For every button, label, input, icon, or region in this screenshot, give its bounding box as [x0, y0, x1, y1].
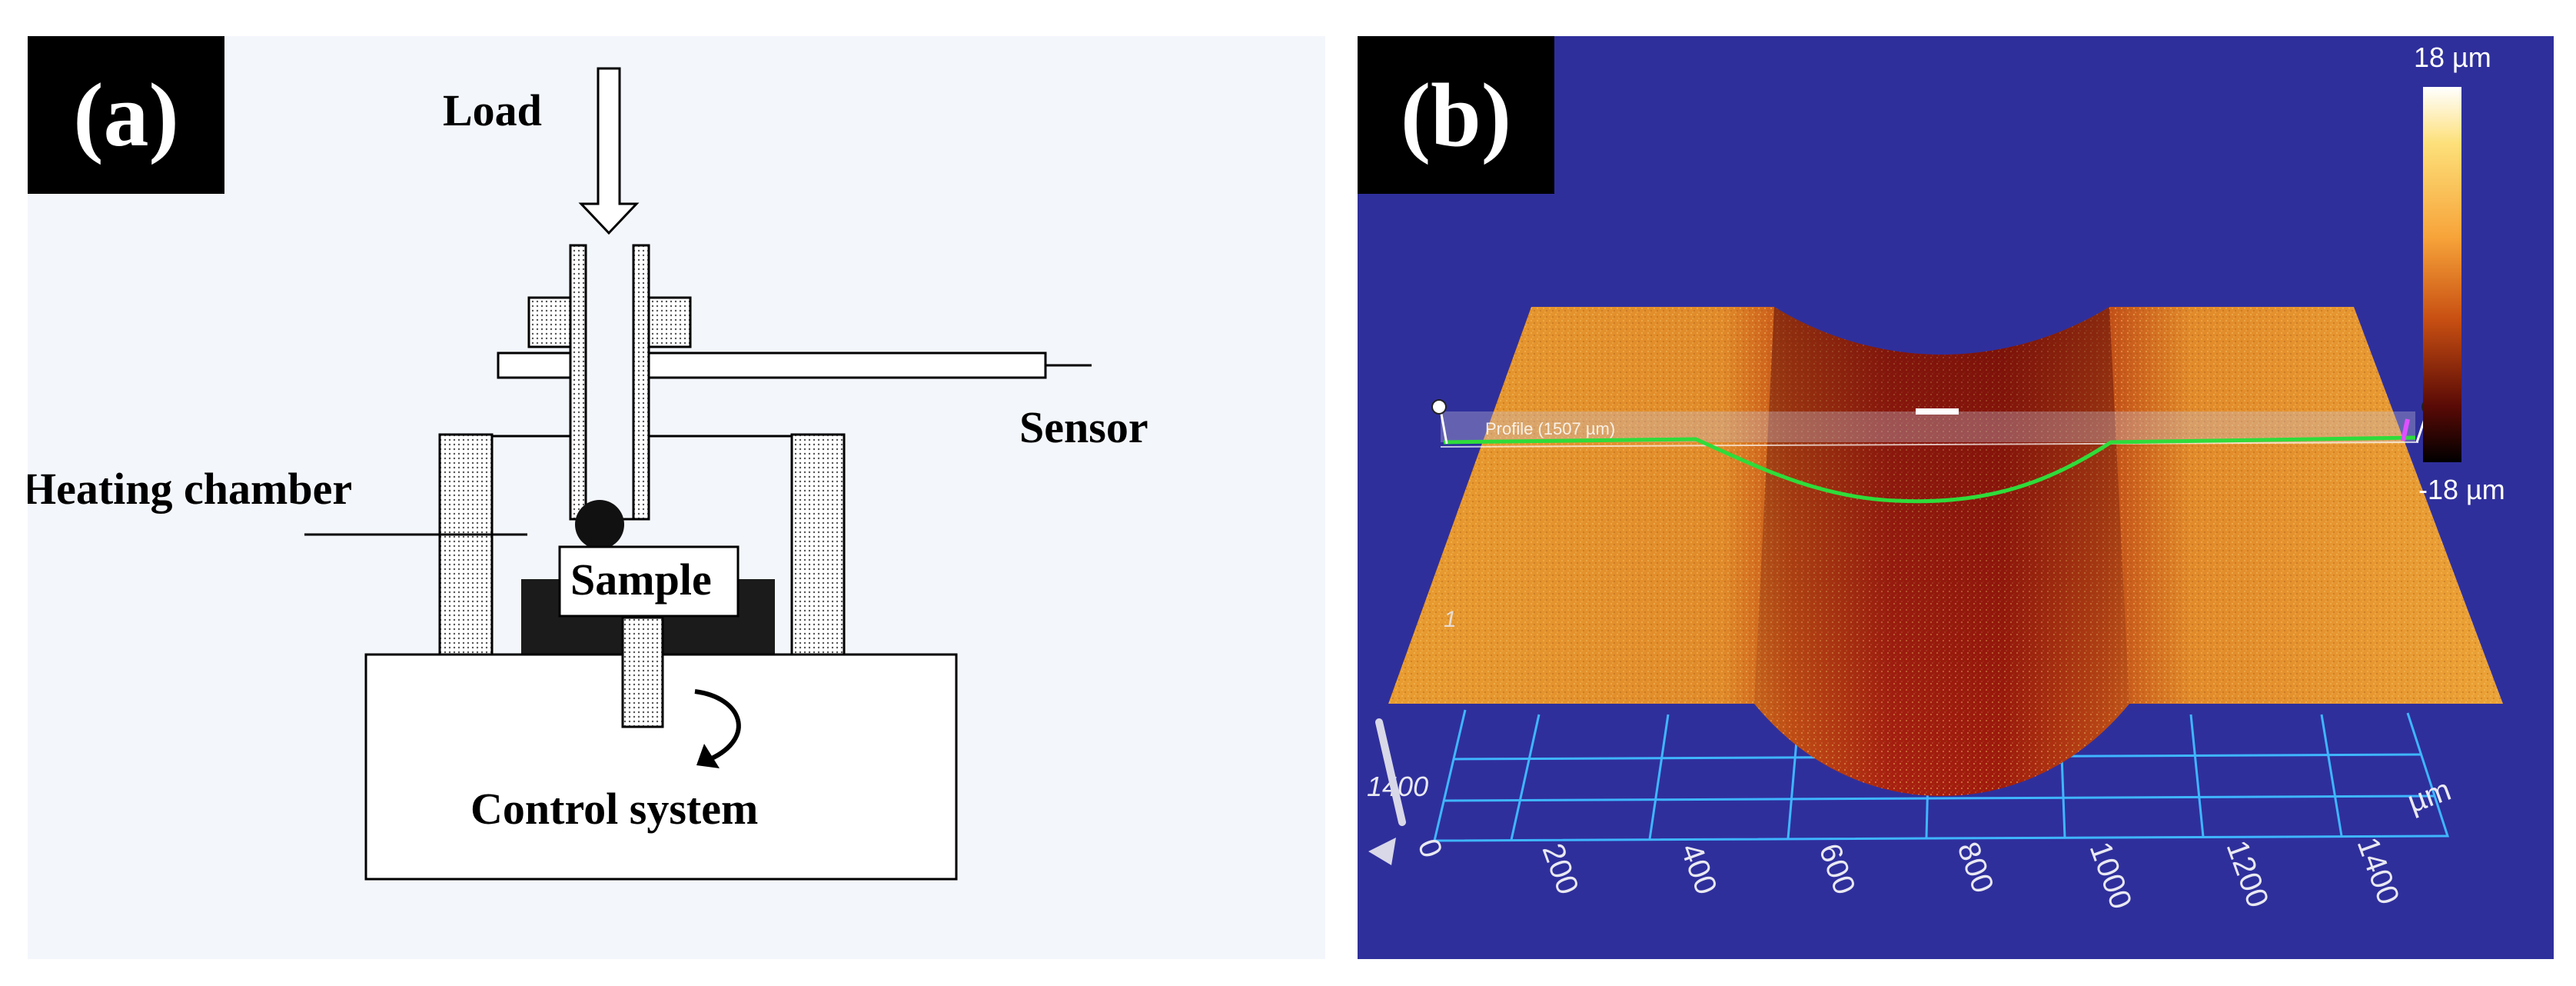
- heating-chamber-label: Heating chamber: [28, 464, 352, 514]
- x-tick-400: 400: [1674, 839, 1723, 899]
- shaft-holder: [569, 244, 650, 521]
- sample-label: Sample: [570, 555, 712, 605]
- x-tick-600: 600: [1813, 839, 1862, 899]
- sample-box: [558, 545, 740, 618]
- load-arrow: [578, 67, 640, 235]
- clamp-blocks: [527, 296, 692, 348]
- load-label: Load: [443, 85, 542, 135]
- x-axis-unit: µm: [2403, 773, 2455, 820]
- sensor-label: Sensor: [1019, 402, 1148, 452]
- tribometer-schematic: Load Sensor Heating chamber Sample Contr…: [28, 67, 1148, 881]
- profile-label: Profile (1507 µm): [1485, 419, 1615, 438]
- control-system-box: [364, 616, 958, 881]
- panel-b-profilometry: Profile (1507 µm) 1400 1 0 200 400 600 8…: [1358, 36, 2554, 959]
- y-axis-tick-fragment: 1: [1444, 607, 1457, 632]
- colorbar-min-label: -18 µm: [2418, 474, 2505, 505]
- rotation-handle-icon[interactable]: [1368, 718, 1406, 865]
- height-colorbar: 18 µm -18 µm: [2414, 42, 2505, 505]
- x-tick-200: 200: [1536, 839, 1585, 899]
- heating-chamber: [304, 433, 846, 656]
- specimen-surface: [1388, 307, 2503, 796]
- colorbar-max-label: 18 µm: [2414, 42, 2491, 73]
- sensor-arm: [497, 351, 1092, 379]
- x-tick-0: 0: [1411, 834, 1449, 862]
- profile-section: Profile (1507 µm): [1431, 399, 2437, 504]
- x-tick-1000: 1000: [2083, 838, 2139, 914]
- x-tick-800: 800: [1951, 838, 2000, 898]
- control-system-label: Control system: [470, 784, 758, 834]
- panel-b-tag: (b): [1358, 36, 1554, 194]
- ball: [575, 500, 624, 549]
- panel-a-schematic: Load Sensor Heating chamber Sample Contr…: [28, 36, 1325, 959]
- wear-track-3d-view: Profile (1507 µm) 1400 1 0 200 400 600 8…: [1367, 42, 2505, 914]
- panel-a-tag: (a): [28, 36, 224, 194]
- x-tick-1200: 1200: [2220, 836, 2275, 912]
- x-tick-1400: 1400: [2351, 833, 2406, 909]
